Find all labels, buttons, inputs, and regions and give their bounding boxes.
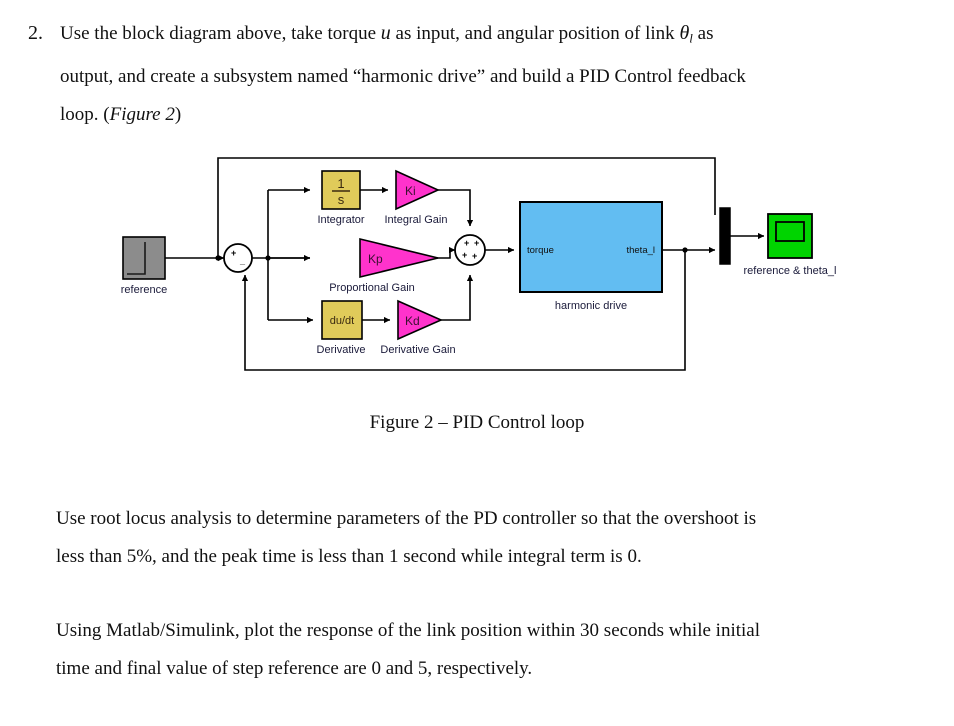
scope-body[interactable]	[767, 213, 813, 259]
sum-error-body[interactable]	[223, 243, 253, 273]
question-line3-part-a: loop. (	[60, 103, 110, 125]
proportional-gain-text: Kp	[368, 252, 383, 266]
paragraph-2-line-1: Using Matlab/Simulink, plot the response…	[56, 620, 761, 641]
reference-block-body[interactable]	[122, 236, 166, 280]
question-line-2: output, and create a subsystem named “ha…	[60, 65, 746, 87]
figure-reference: Figure 2	[109, 103, 175, 125]
wire-reference-to-mux	[217, 157, 716, 258]
signal-wires	[163, 157, 765, 371]
proportional-gain-label: Proportional Gain	[329, 282, 415, 294]
integrator-denominator: s	[338, 192, 345, 207]
block-derivative-gain[interactable]: Kd Derivative Gain	[380, 299, 456, 356]
junction-feedback-tap	[682, 247, 688, 253]
integrator-body[interactable]	[321, 170, 361, 210]
paragraph-1-line-1: Use root locus analysis to determine par…	[56, 508, 757, 529]
derivative-body[interactable]	[321, 300, 363, 340]
junction-pid-bus-tap	[265, 255, 271, 261]
integral-gain-label: Integral Gain	[385, 214, 448, 226]
junction-reference-tap	[215, 255, 221, 261]
block-sum-error[interactable]: + _	[223, 243, 253, 273]
wire-feedback-loop	[241, 250, 686, 371]
question-number: 2.	[28, 22, 43, 44]
question-line1-part-b: as input, and angular position of link	[390, 23, 680, 44]
proportional-gain-body[interactable]	[359, 237, 439, 279]
derivative-gain-text: Kd	[405, 314, 420, 328]
harmonic-drive-label: harmonic drive	[555, 300, 627, 312]
derivative-label: Derivative	[317, 344, 366, 356]
question-line3-part-b: )	[174, 103, 182, 125]
question-block: 2. Use the block diagram above, take tor…	[28, 14, 928, 134]
question-line1-part-c: as	[692, 23, 714, 44]
sum-pid-plus-bottom: +	[472, 251, 477, 261]
mux-body[interactable]	[719, 207, 731, 265]
reference-label: reference	[121, 284, 167, 296]
block-integral-gain[interactable]: Ki Integral Gain	[385, 169, 448, 226]
integral-gain-body[interactable]	[395, 169, 440, 211]
wire-kp-to-sum	[437, 246, 456, 259]
sum-error-plus-sign: +	[231, 248, 236, 258]
harmonic-drive-output-port-label: theta_l	[626, 245, 655, 256]
question-line-1: Use the block diagram above, take torque…	[60, 14, 928, 58]
block-integrator[interactable]: 1 s Integrator	[317, 170, 365, 226]
question-text: Use the block diagram above, take torque…	[60, 14, 928, 134]
wire-junctions	[215, 247, 688, 261]
scope-screen-icon	[775, 221, 805, 242]
sum-pid-body[interactable]	[454, 234, 486, 266]
block-scope[interactable]: reference & theta_l	[744, 213, 837, 277]
sum-pid-plus-right: +	[474, 238, 479, 248]
figure-caption: Figure 2 – PID Control loop	[369, 412, 585, 433]
step-waveform-icon	[127, 242, 146, 275]
block-reference[interactable]: reference	[121, 236, 167, 296]
block-proportional-gain[interactable]: Kp Proportional Gain	[329, 237, 439, 294]
paragraph-root-locus: Use root locus analysis to determine par…	[56, 500, 896, 576]
harmonic-drive-input-port-label: torque	[527, 245, 554, 256]
question-line1-part-a: Use the block diagram above, take torque	[60, 23, 381, 44]
question-row: 2. Use the block diagram above, take tor…	[28, 14, 928, 134]
derivative-text: du/dt	[330, 315, 354, 327]
torque-symbol: u	[380, 22, 391, 44]
scope-label: reference & theta_l	[744, 265, 837, 277]
derivative-gain-body[interactable]	[397, 299, 443, 341]
harmonic-drive-body[interactable]	[519, 201, 663, 293]
theta-symbol: θ	[679, 22, 690, 44]
theta-subscript: l	[689, 30, 693, 46]
block-sum-pid[interactable]: + + + +	[454, 234, 486, 266]
block-harmonic-drive[interactable]: torque theta_l harmonic drive	[519, 201, 663, 312]
block-mux[interactable]	[719, 207, 731, 265]
integrator-label: Integrator	[317, 214, 364, 226]
sum-pid-plus-left: +	[462, 250, 467, 260]
question-line-3: loop. (Figure 2)	[60, 96, 928, 134]
derivative-gain-label: Derivative Gain	[380, 344, 455, 356]
paragraph-1-line-2: less than 5%, and the peak time is less …	[56, 546, 642, 567]
paragraph-simulink: Using Matlab/Simulink, plot the response…	[56, 612, 896, 688]
simulink-block-diagram: reference + _ 1 s Integrator Ki Integral…	[0, 140, 954, 395]
integral-gain-text: Ki	[405, 184, 416, 198]
sum-error-minus-sign: _	[239, 256, 246, 266]
wire-ki-to-sum	[437, 189, 474, 227]
block-derivative[interactable]: du/dt Derivative	[317, 300, 366, 356]
sum-pid-plus-top: +	[464, 238, 469, 248]
paragraph-2-line-2: time and final value of step reference a…	[56, 658, 533, 679]
wire-kd-to-sum	[440, 274, 474, 321]
integrator-numerator: 1	[337, 176, 344, 191]
